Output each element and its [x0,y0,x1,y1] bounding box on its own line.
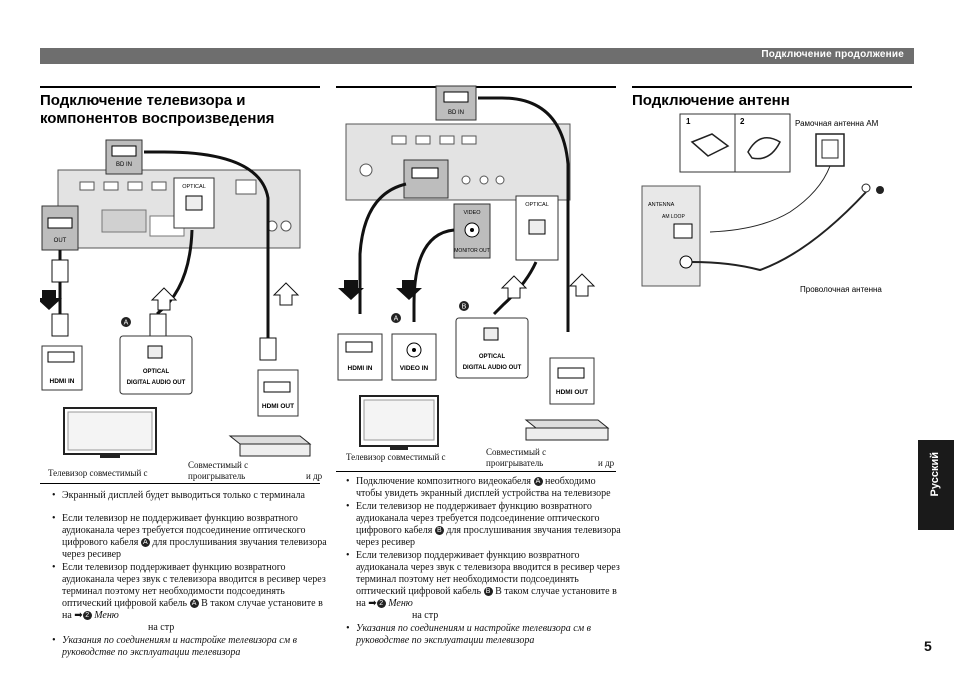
middle-caption-rule [336,471,616,472]
list-item: Указания по соединениям и настройке теле… [50,635,330,659]
hdmi-cable-player [478,96,570,332]
language-tab-label: Русский [929,452,941,497]
left-bullets: Экранный дисплей будет выводиться только… [50,490,330,660]
player-hdmi-out-label: HDMI OUT [556,389,588,396]
left-section-title: Подключение телевизора и компонентов вос… [40,92,330,128]
player-icon [228,435,312,445]
middle-player-caption-1: Совместимый с [486,447,547,457]
list-item: Если телевизор не поддерживает функцию в… [344,501,624,549]
middle-player-caption-2: проигрыватель [486,458,544,468]
player-hdmi-out-label: HDMI OUT [262,403,294,410]
step-2-label: 2 [740,117,745,126]
left-connection-diagram: BD IN OUT OPTICAL A HDMI IN OPTICAL DIGI… [40,139,312,458]
right-title-rule [632,86,912,88]
up-arrow-icon [568,273,596,297]
middle-player-caption-3: и др [598,458,615,468]
optical-cable [156,229,194,328]
tv-optical-out-box [119,335,193,395]
bd-in-label: BD IN [116,162,132,168]
down-arrow-icon [338,280,364,300]
left-title-rule [40,86,320,88]
left-player-caption-2: проигрыватель [188,471,246,481]
list-item: Экранный дисплей будет выводиться только… [50,490,330,502]
left-caption-rule [40,483,320,484]
am-loop-label: AM LOOP [662,214,685,220]
tv-digital-audio-out-label: DIGITAL AUDIO OUT [463,365,522,371]
marker-a: A [394,316,399,323]
up-arrow-icon [150,287,178,311]
left-player-caption-3: и др [306,471,323,481]
video-label: VIDEO [463,210,481,216]
down-arrow-icon [40,290,62,310]
am-antenna-label: Рамочная антенна AM [795,119,879,128]
out-label: OUT [54,238,67,244]
list-item: Указания по соединениям и настройке теле… [344,623,624,647]
tv-hdmi-in-box [337,333,383,381]
svg-text:OPTICAL: OPTICAL [525,202,549,208]
list-item: Подключение композитного видеокабеля A н… [344,476,624,500]
fm-wire-antenna [691,191,867,272]
list-item: Если телевизор поддерживает функцию возв… [50,562,330,634]
svg-text:OPTICAL: OPTICAL [182,184,206,190]
out-callout [403,159,449,199]
tv-optical-label: OPTICAL [143,369,170,375]
left-tv-caption: Телевизор совместимый с [48,468,148,478]
middle-tv-caption: Телевизор совместимый с [346,452,446,462]
antenna-label: ANTENNA [648,202,675,208]
marker-a: A [124,320,129,327]
tv-digital-audio-out-label: DIGITAL AUDIO OUT [127,380,186,386]
fm-antenna-label: Проволочная антенна [800,285,882,294]
left-title-line1: Подключение телевизора и [40,92,246,109]
page-number: 5 [924,638,932,654]
tv-hdmi-in-label: HDMI IN [348,365,373,372]
left-title-line2: компонентов воспроизведения [40,110,275,127]
section-header-text: Подключение продолжение [761,49,904,60]
hdmi-cable-tv [358,182,407,314]
left-player-caption-1: Совместимый с [188,460,249,470]
tv-optical-label: OPTICAL [479,354,506,360]
middle-bullets: Подключение композитного видеокабеля A н… [344,476,624,648]
bd-in-callout [105,139,143,175]
list-item: Если телевизор поддерживает функцию возв… [344,550,624,622]
language-tab: Русский [918,440,954,530]
up-arrow-icon [500,275,528,299]
video-cable [412,228,455,322]
tv-hdmi-in-label: HDMI IN [50,378,75,385]
am-loop-antenna-icon [815,133,845,167]
down-arrow-icon [396,280,422,300]
right-section-title: Подключение антенн [632,92,790,109]
step-1-label: 1 [686,117,691,126]
bd-in-label: BD IN [448,110,464,116]
monitor-out-label: MONITOR OUT [454,248,489,254]
hdmi-cable-player [144,150,270,338]
player-hdmi-out-box [257,369,299,417]
tv-optical-out-box [455,317,529,379]
marker-b: B [462,304,467,311]
player-hdmi-out-box [549,357,595,405]
tv-video-in-label: VIDEO IN [400,365,429,372]
receiver-panel [345,123,571,201]
up-arrow-icon [272,282,300,306]
list-item: Если телевизор не поддерживает функцию в… [50,513,330,561]
section-header-bar: Подключение продолжение [40,48,914,64]
middle-connection-diagram: BD IN VIDEO MONITOR OUT OPTICAL A B HDMI… [337,85,610,450]
antenna-diagram: 1 2 Рамочная антенна AM ANTENNA AM LOOP … [641,113,884,294]
player-icon [524,419,610,429]
